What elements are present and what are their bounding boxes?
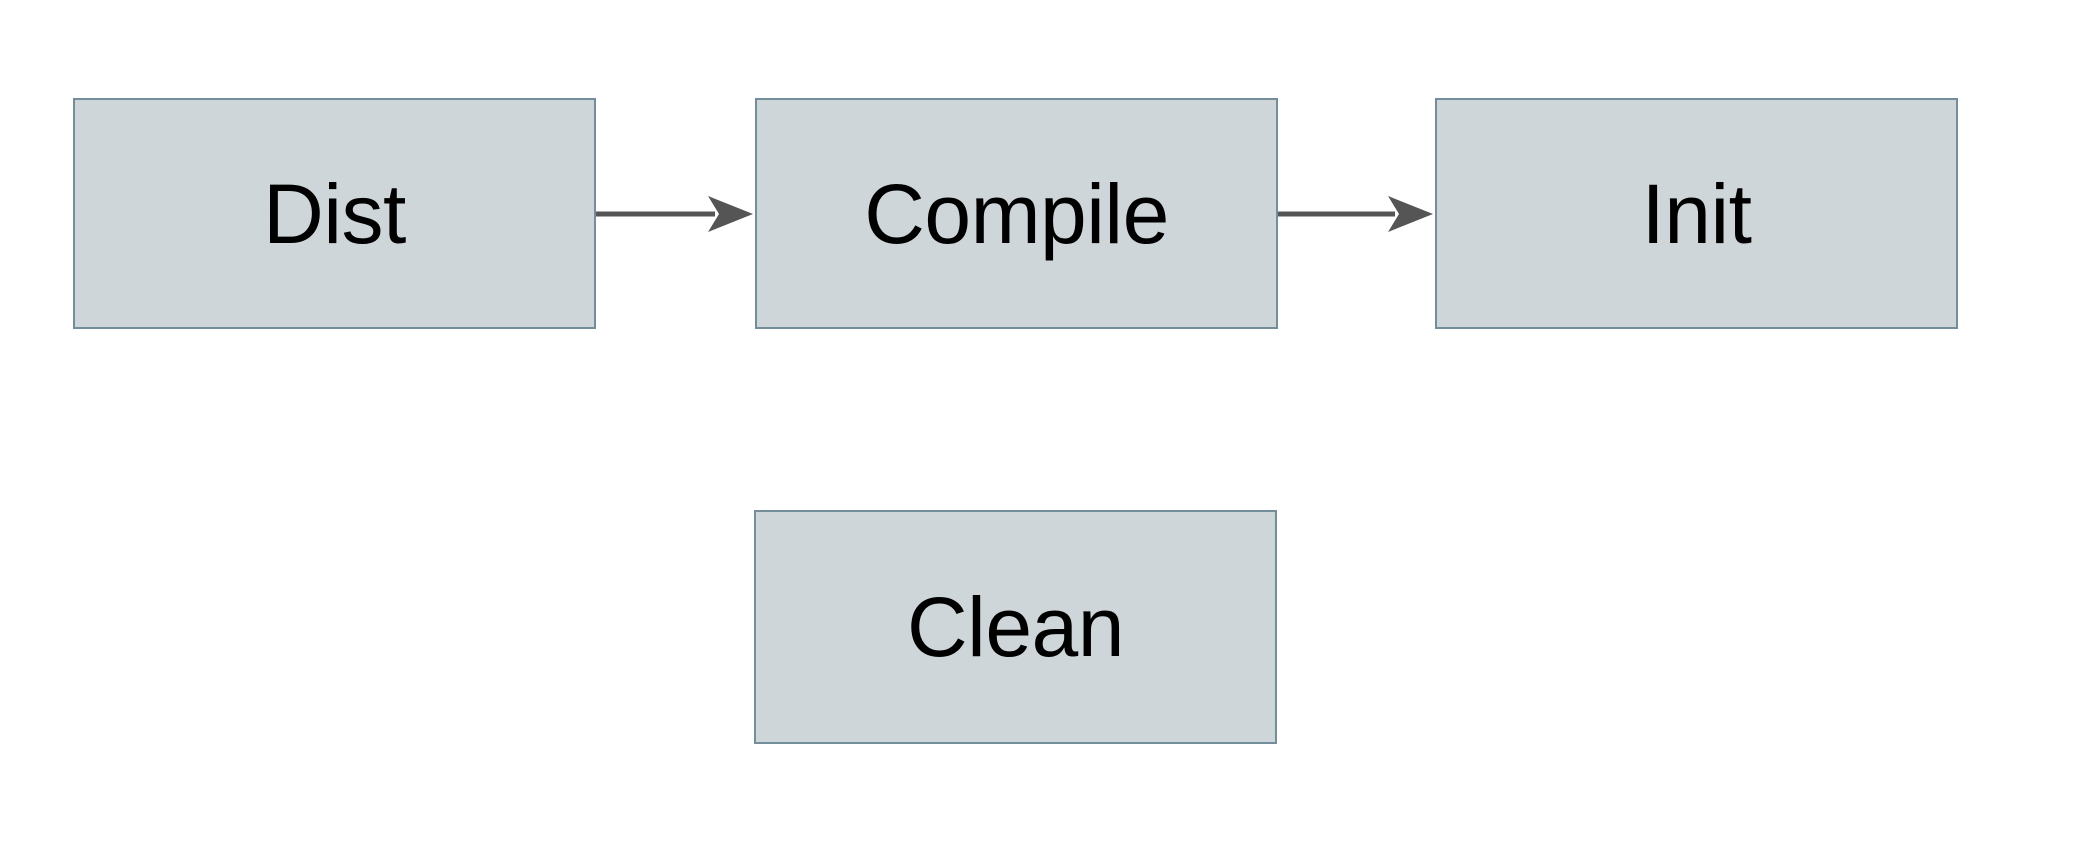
node-init[interactable]: Init [1435,98,1958,329]
edge-compile-to-init [1277,196,1433,232]
node-compile[interactable]: Compile [755,98,1278,329]
node-dist[interactable]: Dist [73,98,596,329]
node-clean[interactable]: Clean [754,510,1277,744]
node-compile-label: Compile [864,166,1169,261]
node-dist-label: Dist [263,166,406,261]
node-init-label: Init [1641,166,1752,261]
edge-dist-to-compile [596,196,753,232]
node-clean-label: Clean [907,580,1124,674]
